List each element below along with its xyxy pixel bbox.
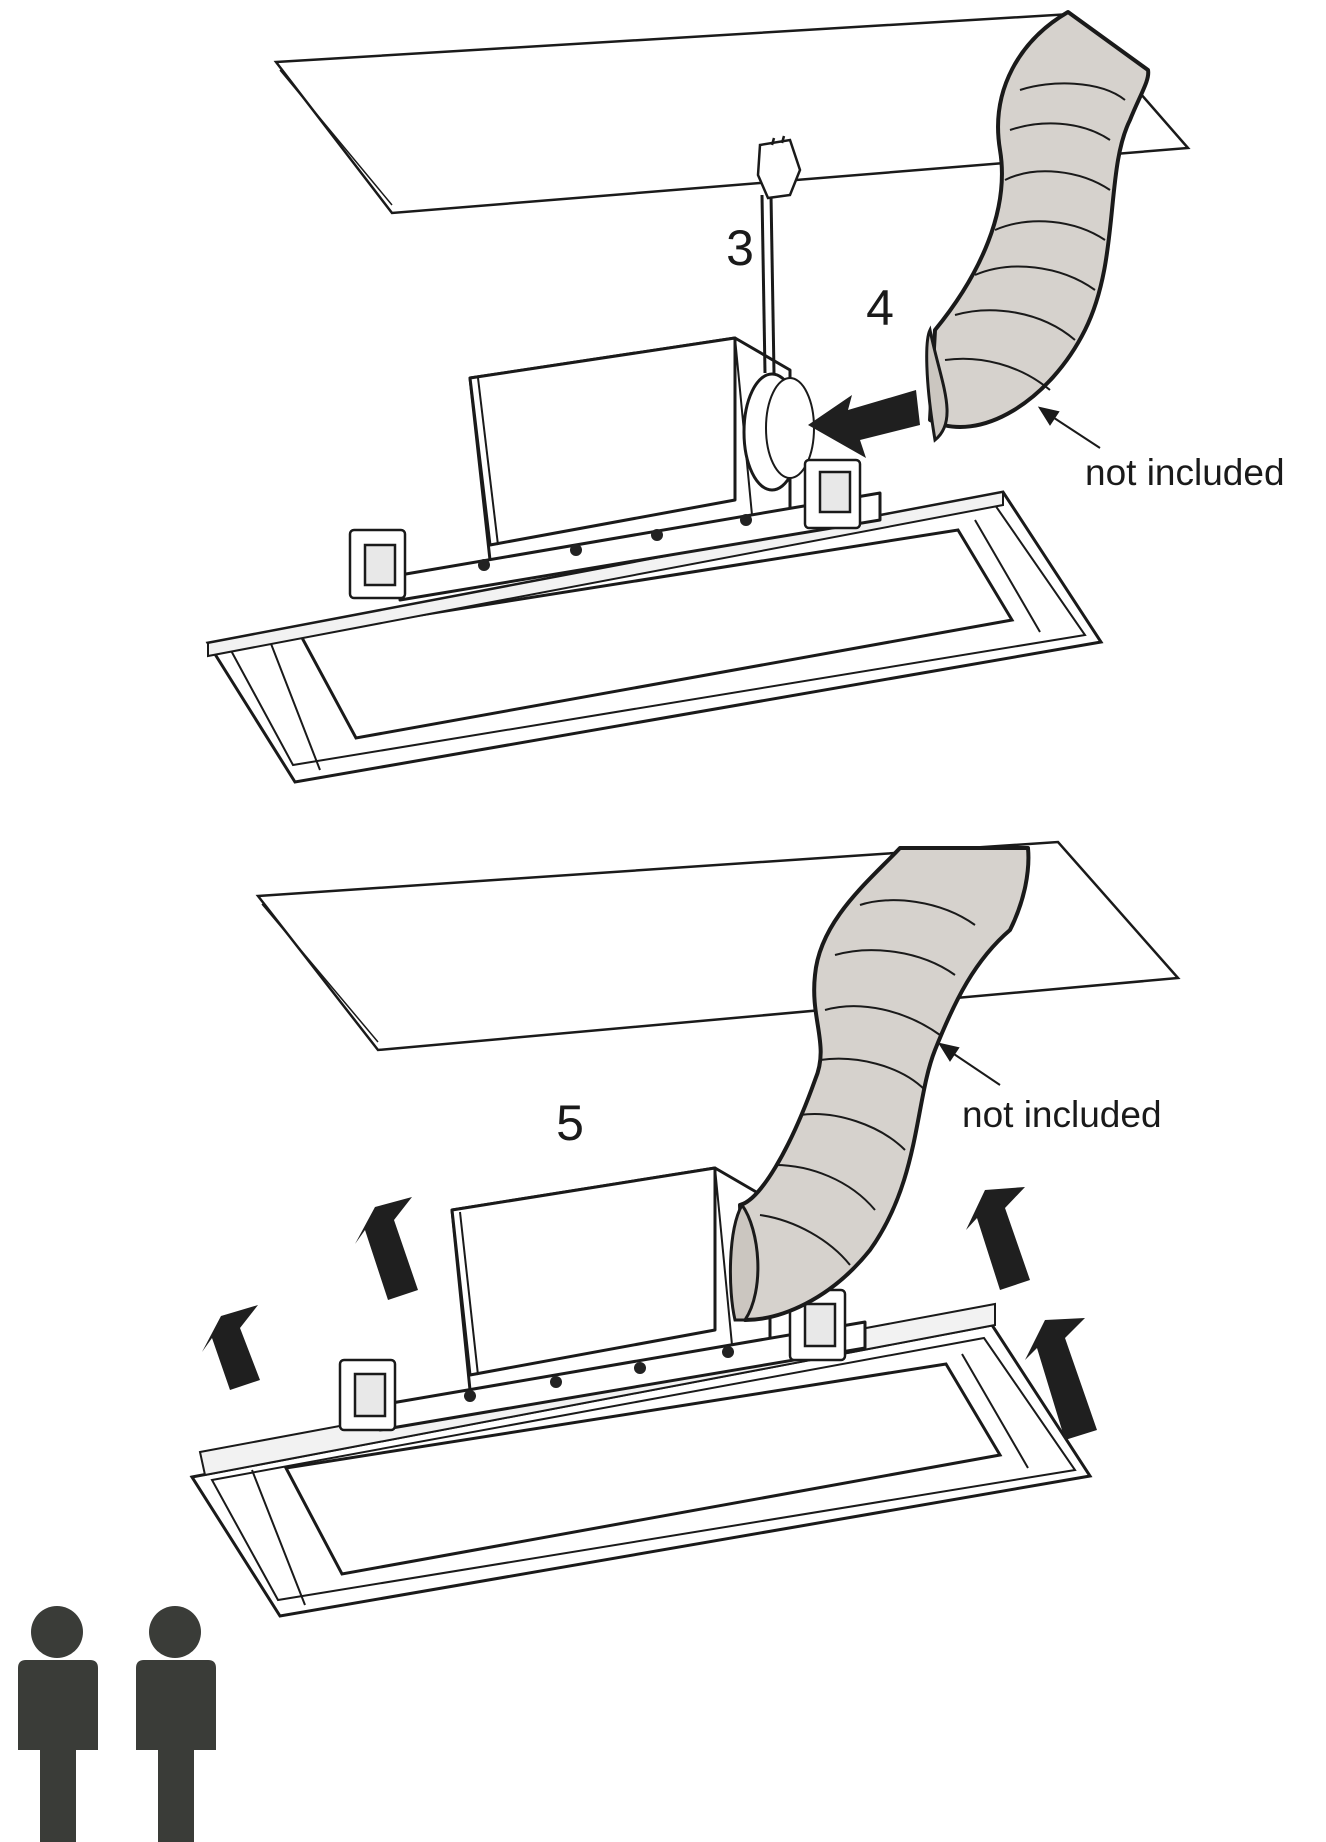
leader-arrow-top (1037, 406, 1101, 449)
motor-housing-bottom (378, 1166, 867, 1432)
flexible-duct-bottom (728, 846, 1031, 1322)
not-included-label-bottom: not included (962, 1094, 1162, 1135)
mounting-brackets-top (348, 458, 862, 600)
step-number-3: 3 (726, 220, 754, 276)
ceiling-panel-top (273, 12, 1191, 215)
motor-housing-top (398, 336, 882, 602)
step-number-4: 4 (866, 280, 894, 336)
two-persons-icon (18, 1606, 216, 1842)
arrow-left-icon (808, 390, 920, 458)
not-included-label-top: not included (1085, 452, 1285, 493)
leader-arrow-bottom (937, 1042, 1001, 1086)
bottom-step-illustration: 5 not included (189, 840, 1181, 1618)
mounting-brackets-bottom (338, 1288, 847, 1432)
ceiling-panel-bottom (255, 840, 1181, 1052)
person-icon (136, 1606, 216, 1842)
screws-top (478, 514, 752, 571)
person-icon (18, 1606, 98, 1842)
arrow-up-icon (202, 1187, 1097, 1440)
screws-bottom (464, 1346, 734, 1402)
step-number-5: 5 (556, 1095, 584, 1151)
power-plug-icon (756, 135, 802, 200)
flexible-duct-top (925, 10, 1151, 443)
power-cord (760, 194, 776, 374)
top-step-illustration: 3 4 not included (205, 10, 1285, 784)
duct-collar-top (742, 372, 815, 492)
